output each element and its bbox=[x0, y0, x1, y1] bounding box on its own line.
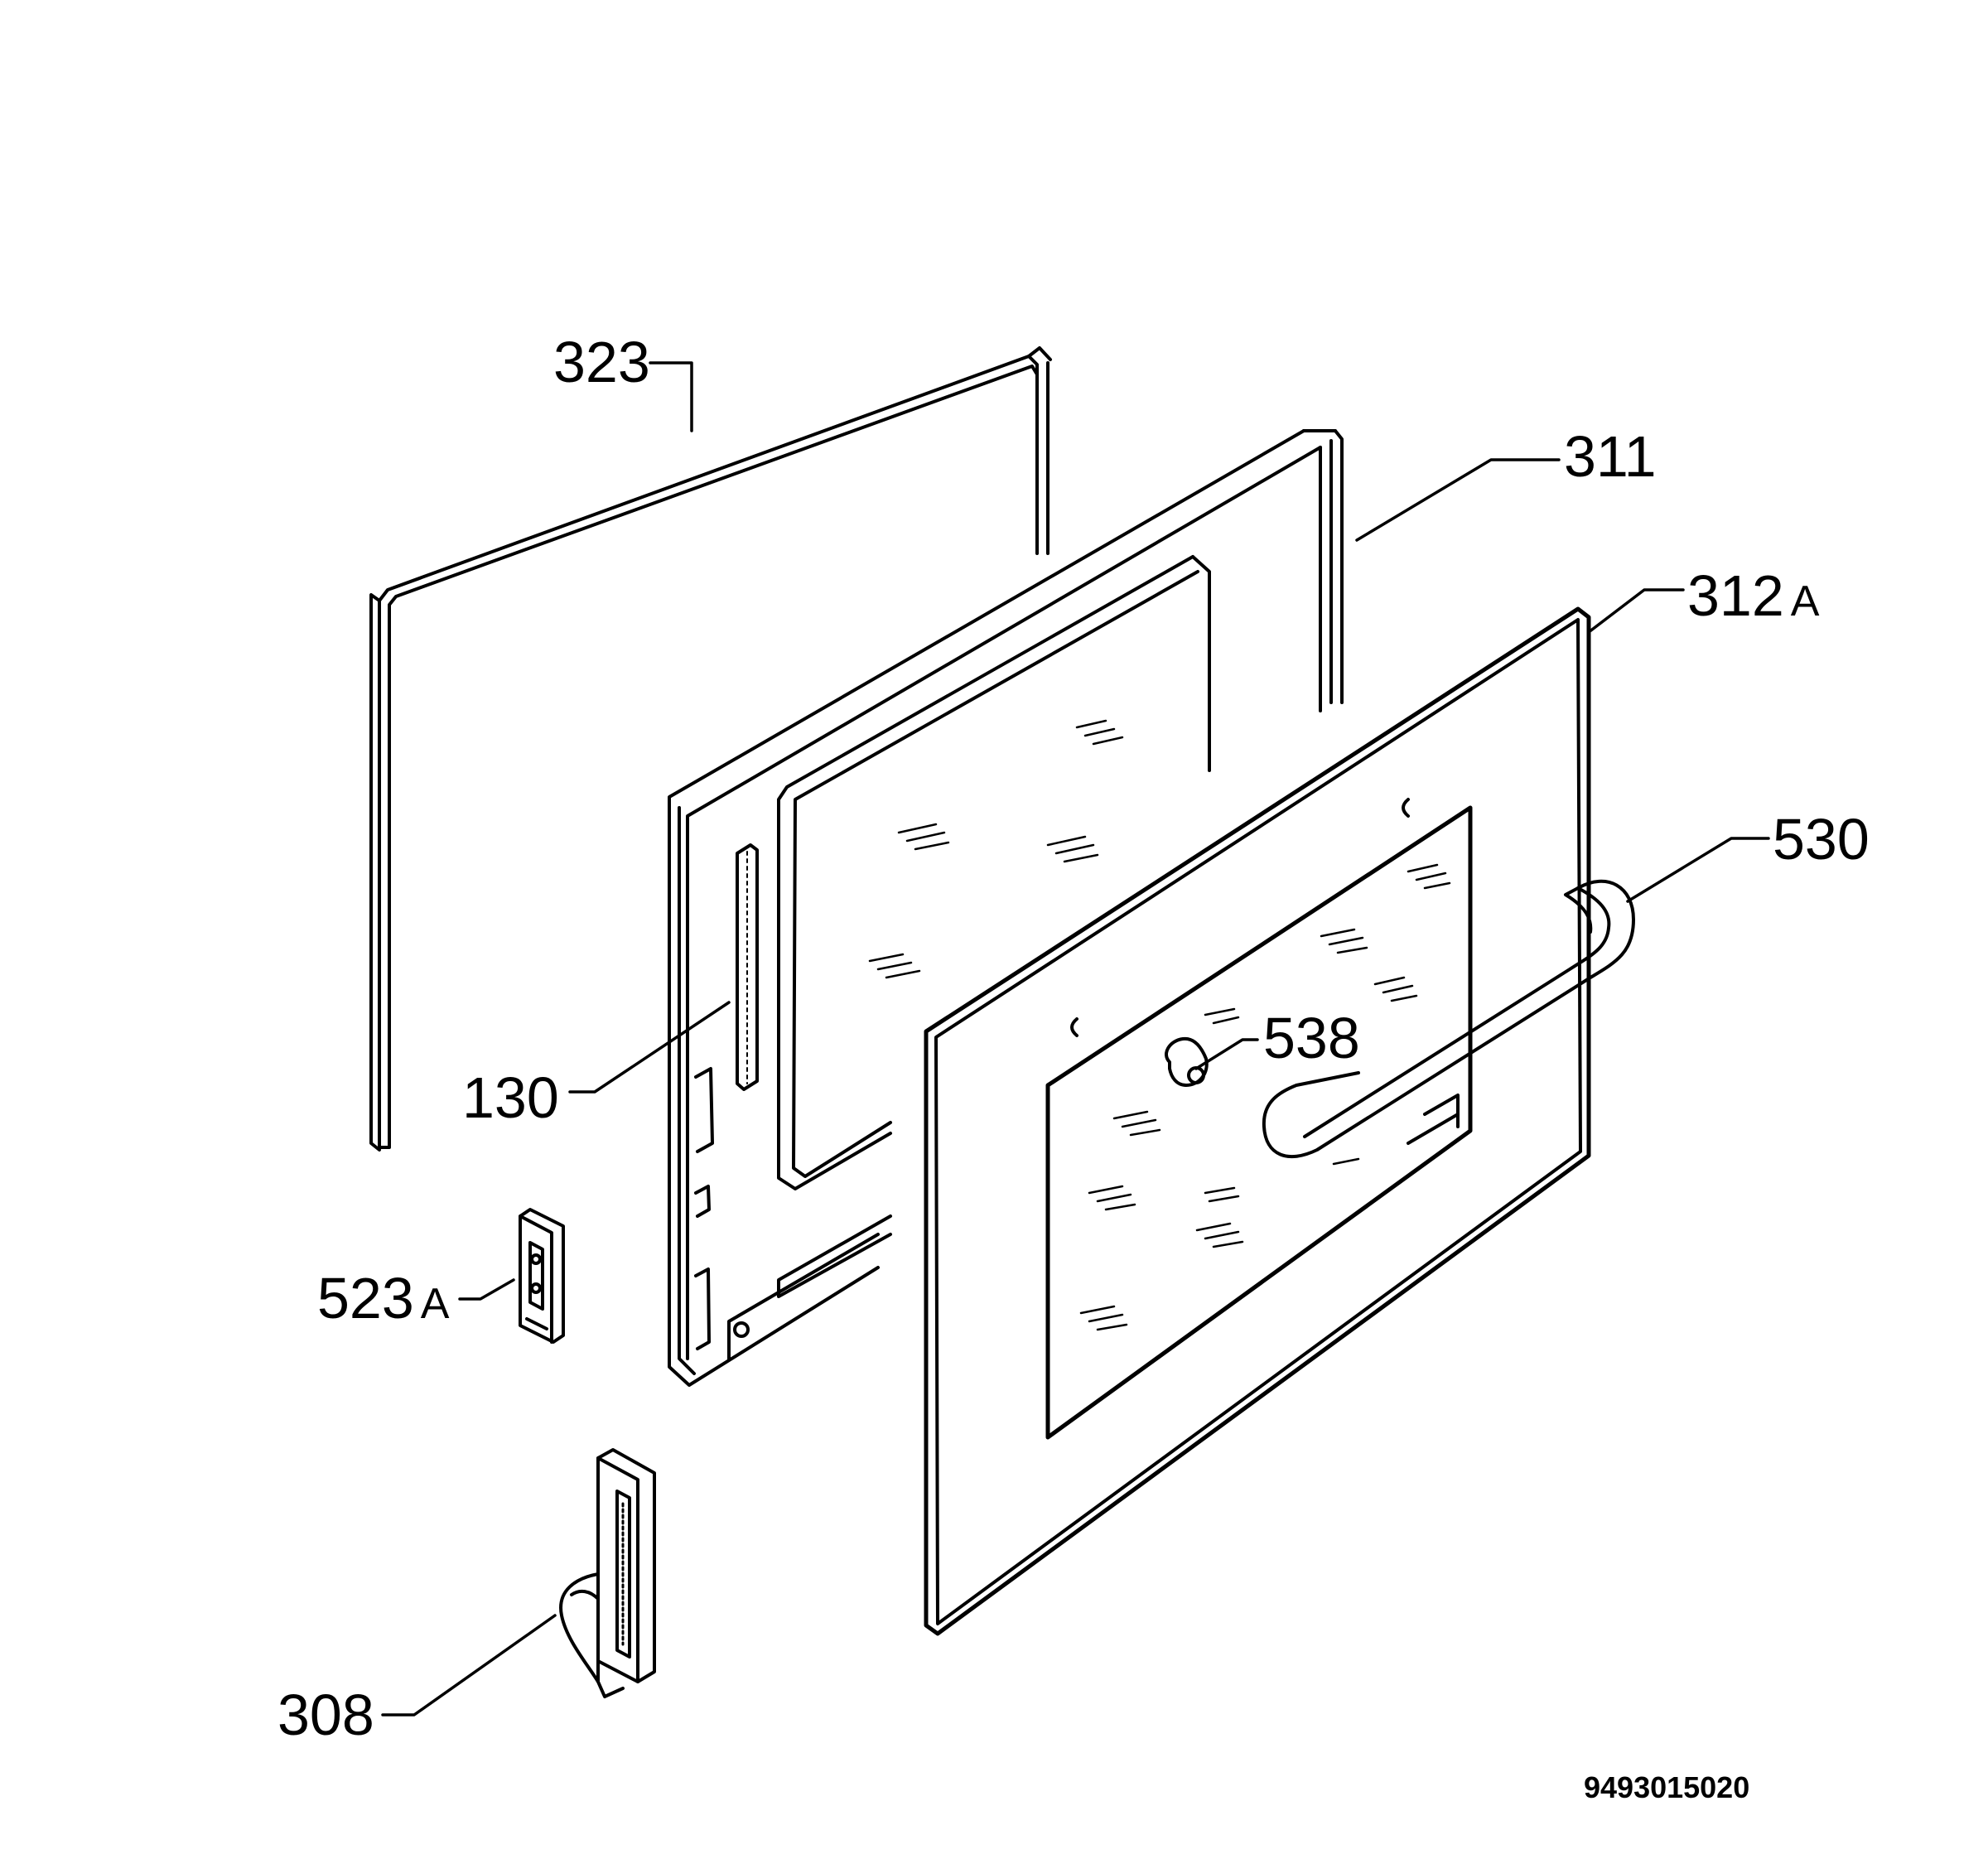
callout-308: 308 bbox=[277, 1683, 374, 1747]
part-312a-outer-glass bbox=[924, 606, 1591, 1636]
leader-lines bbox=[381, 361, 1770, 1717]
drawing-number: 9493015020 bbox=[1584, 1770, 1750, 1804]
callout-538: 538 bbox=[1263, 1006, 1360, 1070]
leader-530 bbox=[1626, 837, 1770, 903]
hinge-slots bbox=[694, 1067, 750, 1350]
part-538-spacer bbox=[1165, 1036, 1209, 1087]
part-308-hinge bbox=[559, 1448, 656, 1698]
callout-323: 323 bbox=[553, 330, 650, 394]
glass-reflection-marks bbox=[868, 719, 1451, 1331]
part-323-door-seal bbox=[369, 346, 1052, 1152]
leader-323 bbox=[649, 361, 693, 432]
leader-312a bbox=[1587, 588, 1685, 634]
leader-523a bbox=[458, 1278, 515, 1301]
leader-538 bbox=[1194, 1038, 1259, 1070]
leader-308 bbox=[381, 1614, 557, 1717]
leader-130 bbox=[568, 1001, 731, 1094]
inner-glass-pane bbox=[727, 555, 1211, 1360]
part-130-side-strip bbox=[736, 843, 759, 1091]
leader-311 bbox=[1355, 458, 1561, 542]
callout-311: 311 bbox=[1564, 424, 1657, 489]
callout-530: 530 bbox=[1773, 807, 1870, 872]
callout-130: 130 bbox=[462, 1065, 559, 1130]
part-530-handle bbox=[1262, 879, 1635, 1158]
part-523a-hinge-cover bbox=[519, 1208, 565, 1344]
part-311-inner-frame bbox=[668, 429, 1344, 1387]
